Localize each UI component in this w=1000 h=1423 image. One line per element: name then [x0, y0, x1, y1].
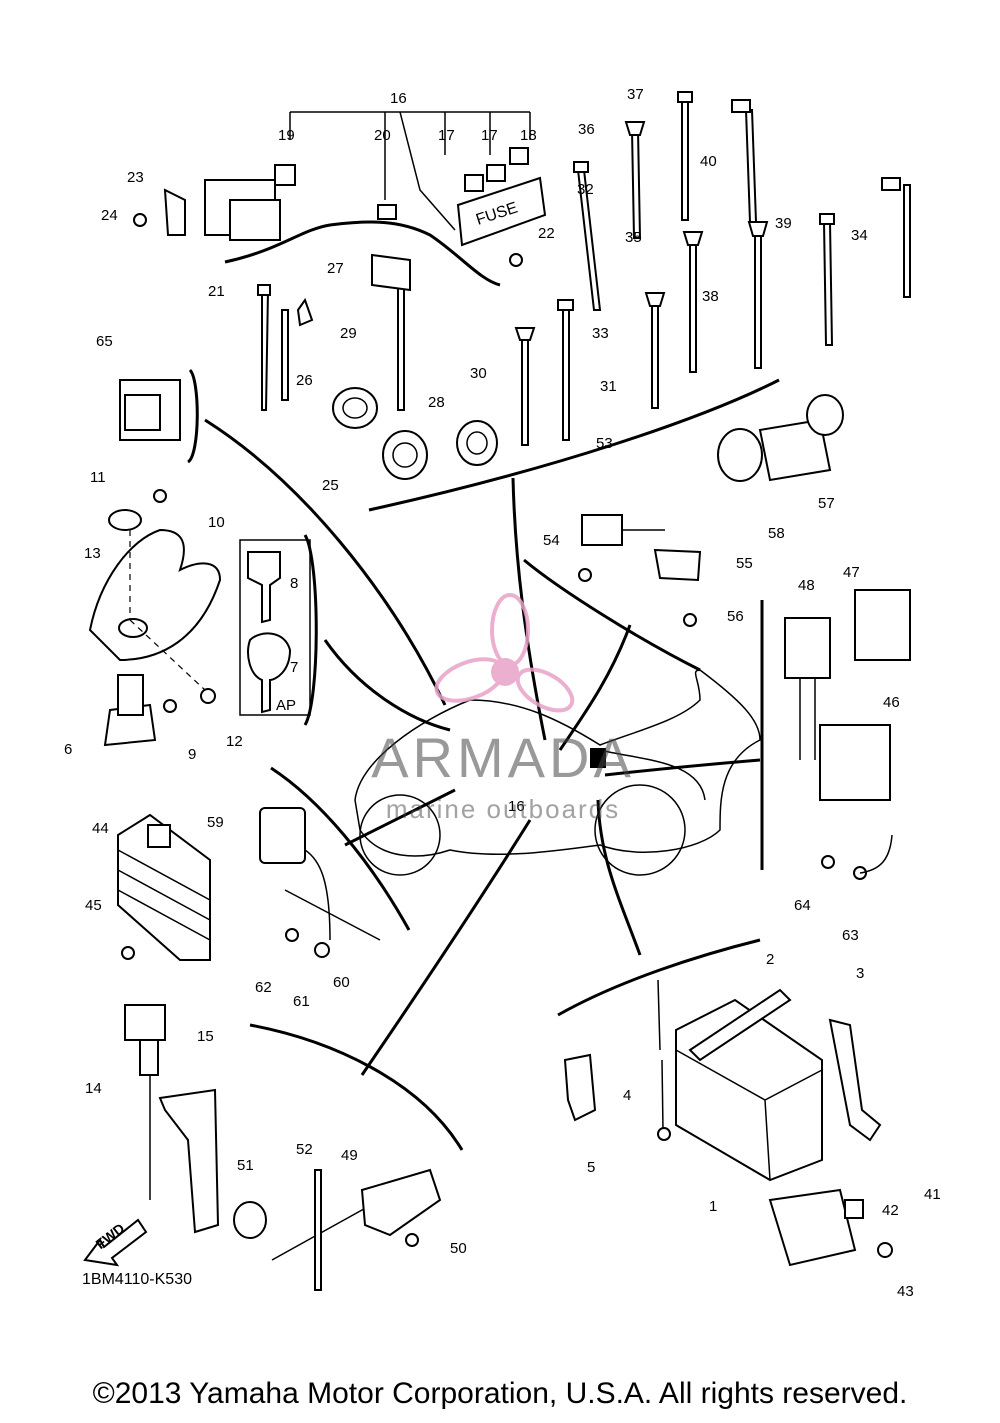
callout-label: 36 [578, 121, 595, 138]
callout-label: 16 [508, 798, 525, 815]
socket-58 [717, 428, 763, 482]
watermark-logo: ARMADA marine outboards [348, 730, 658, 825]
callout-label: 20 [374, 127, 391, 144]
callout-label: 2 [766, 951, 774, 968]
keys [247, 551, 292, 714]
key-icon [247, 551, 281, 624]
relays-46-48 [784, 589, 911, 880]
callout-label: 22 [538, 225, 555, 242]
callout-label: 24 [101, 207, 118, 224]
callout-label: 18 [520, 127, 537, 144]
callout-label: 26 [296, 372, 313, 389]
callout-label: 10 [208, 514, 225, 531]
callout-label: 46 [883, 694, 900, 711]
cable-ties [257, 91, 911, 446]
key-icon [247, 632, 292, 714]
callout-label: 14 [85, 1080, 102, 1097]
callout-label: 44 [92, 820, 109, 837]
callout-label: 33 [592, 325, 609, 342]
callout-label: 29 [340, 325, 357, 342]
fuse-box-group [133, 111, 547, 287]
callout-label: 47 [843, 564, 860, 581]
callout-label: 39 [775, 215, 792, 232]
callout-label: 41 [924, 1186, 941, 1203]
callout-label: 34 [851, 227, 868, 244]
callout-labels: 1 2 3 4 5 6 7 8 9 10 11 12 13 14 15 16 1… [64, 86, 941, 1300]
callout-label: 56 [727, 608, 744, 625]
sensor-59-62 [259, 807, 381, 958]
callout-label: 13 [84, 545, 101, 562]
fuse-small-icon [274, 164, 296, 186]
ap-label: AP [276, 697, 297, 714]
callout-label: 51 [237, 1157, 254, 1174]
callout-label: 25 [322, 477, 339, 494]
callout-label: 61 [293, 993, 310, 1010]
callout-label: 6 [64, 741, 72, 758]
callout-label: 3 [856, 965, 864, 982]
callout-label: 17 [438, 127, 455, 144]
callout-label: 30 [470, 365, 487, 382]
socket-57 [758, 418, 832, 482]
callout-label: 57 [818, 495, 835, 512]
callout-label: 40 [700, 153, 717, 170]
sensors-53-58 [578, 394, 844, 627]
callout-label: 12 [226, 733, 243, 750]
harness-routing-lines [186, 368, 780, 1151]
battery-group [563, 979, 893, 1267]
fuse-box [456, 176, 547, 247]
callout-label: 7 [290, 659, 298, 676]
motorcycle-outline [354, 669, 761, 876]
callout-label: 62 [255, 979, 272, 996]
callout-label: 16 [390, 90, 407, 107]
callout-label: 9 [188, 746, 196, 763]
sensor-49-52 [233, 1168, 442, 1291]
callout-label: 65 [96, 333, 113, 350]
callout-label: 53 [596, 435, 613, 452]
callout-label: 55 [736, 555, 753, 572]
stop-switch-14-15 [124, 1004, 220, 1234]
diagram-code: 1BM4110-K530 [82, 1271, 192, 1288]
callout-label: 52 [296, 1141, 313, 1158]
callout-label: 64 [794, 897, 811, 914]
callout-label: 17 [481, 127, 498, 144]
clamps [332, 387, 498, 480]
callout-label: 31 [600, 378, 617, 395]
callout-label: 58 [768, 525, 785, 542]
callout-label: 35 [625, 229, 642, 246]
callout-label: 28 [428, 394, 445, 411]
callout-label: 32 [577, 181, 594, 198]
callout-label: 4 [623, 1087, 631, 1104]
callout-label: 59 [207, 814, 224, 831]
callout-label: 43 [897, 1283, 914, 1300]
callout-label: 50 [450, 1240, 467, 1257]
callout-label: 23 [127, 169, 144, 186]
watermark-propeller [434, 593, 575, 713]
callout-label: 38 [702, 288, 719, 305]
callout-label: 27 [327, 260, 344, 277]
callout-label: 63 [842, 927, 859, 944]
callout-label: 11 [90, 469, 106, 486]
watermark-subtitle: marine outboards [385, 794, 621, 824]
watermark-name: ARMADA [371, 726, 635, 789]
regulator-44 [117, 813, 211, 961]
copyright-text: ©2013 Yamaha Motor Corporation, U.S.A. A… [92, 1377, 908, 1410]
callout-label: 49 [341, 1147, 358, 1164]
callout-label: 1 [709, 1198, 717, 1215]
callout-label: 48 [798, 577, 815, 594]
callout-label: 42 [882, 1202, 899, 1219]
callout-label: 54 [543, 532, 560, 549]
callout-label: 37 [627, 86, 644, 103]
callout-label: 8 [290, 575, 298, 592]
callout-label: 5 [587, 1159, 595, 1176]
callout-label: 19 [278, 127, 295, 144]
callout-label: 60 [333, 974, 350, 991]
callout-label: 45 [85, 897, 102, 914]
callout-label: 21 [208, 283, 225, 300]
fwd-arrow-icon [83, 1218, 148, 1267]
bracket-10 [88, 528, 222, 662]
callout-label: 15 [197, 1028, 214, 1045]
left-components [88, 379, 222, 747]
